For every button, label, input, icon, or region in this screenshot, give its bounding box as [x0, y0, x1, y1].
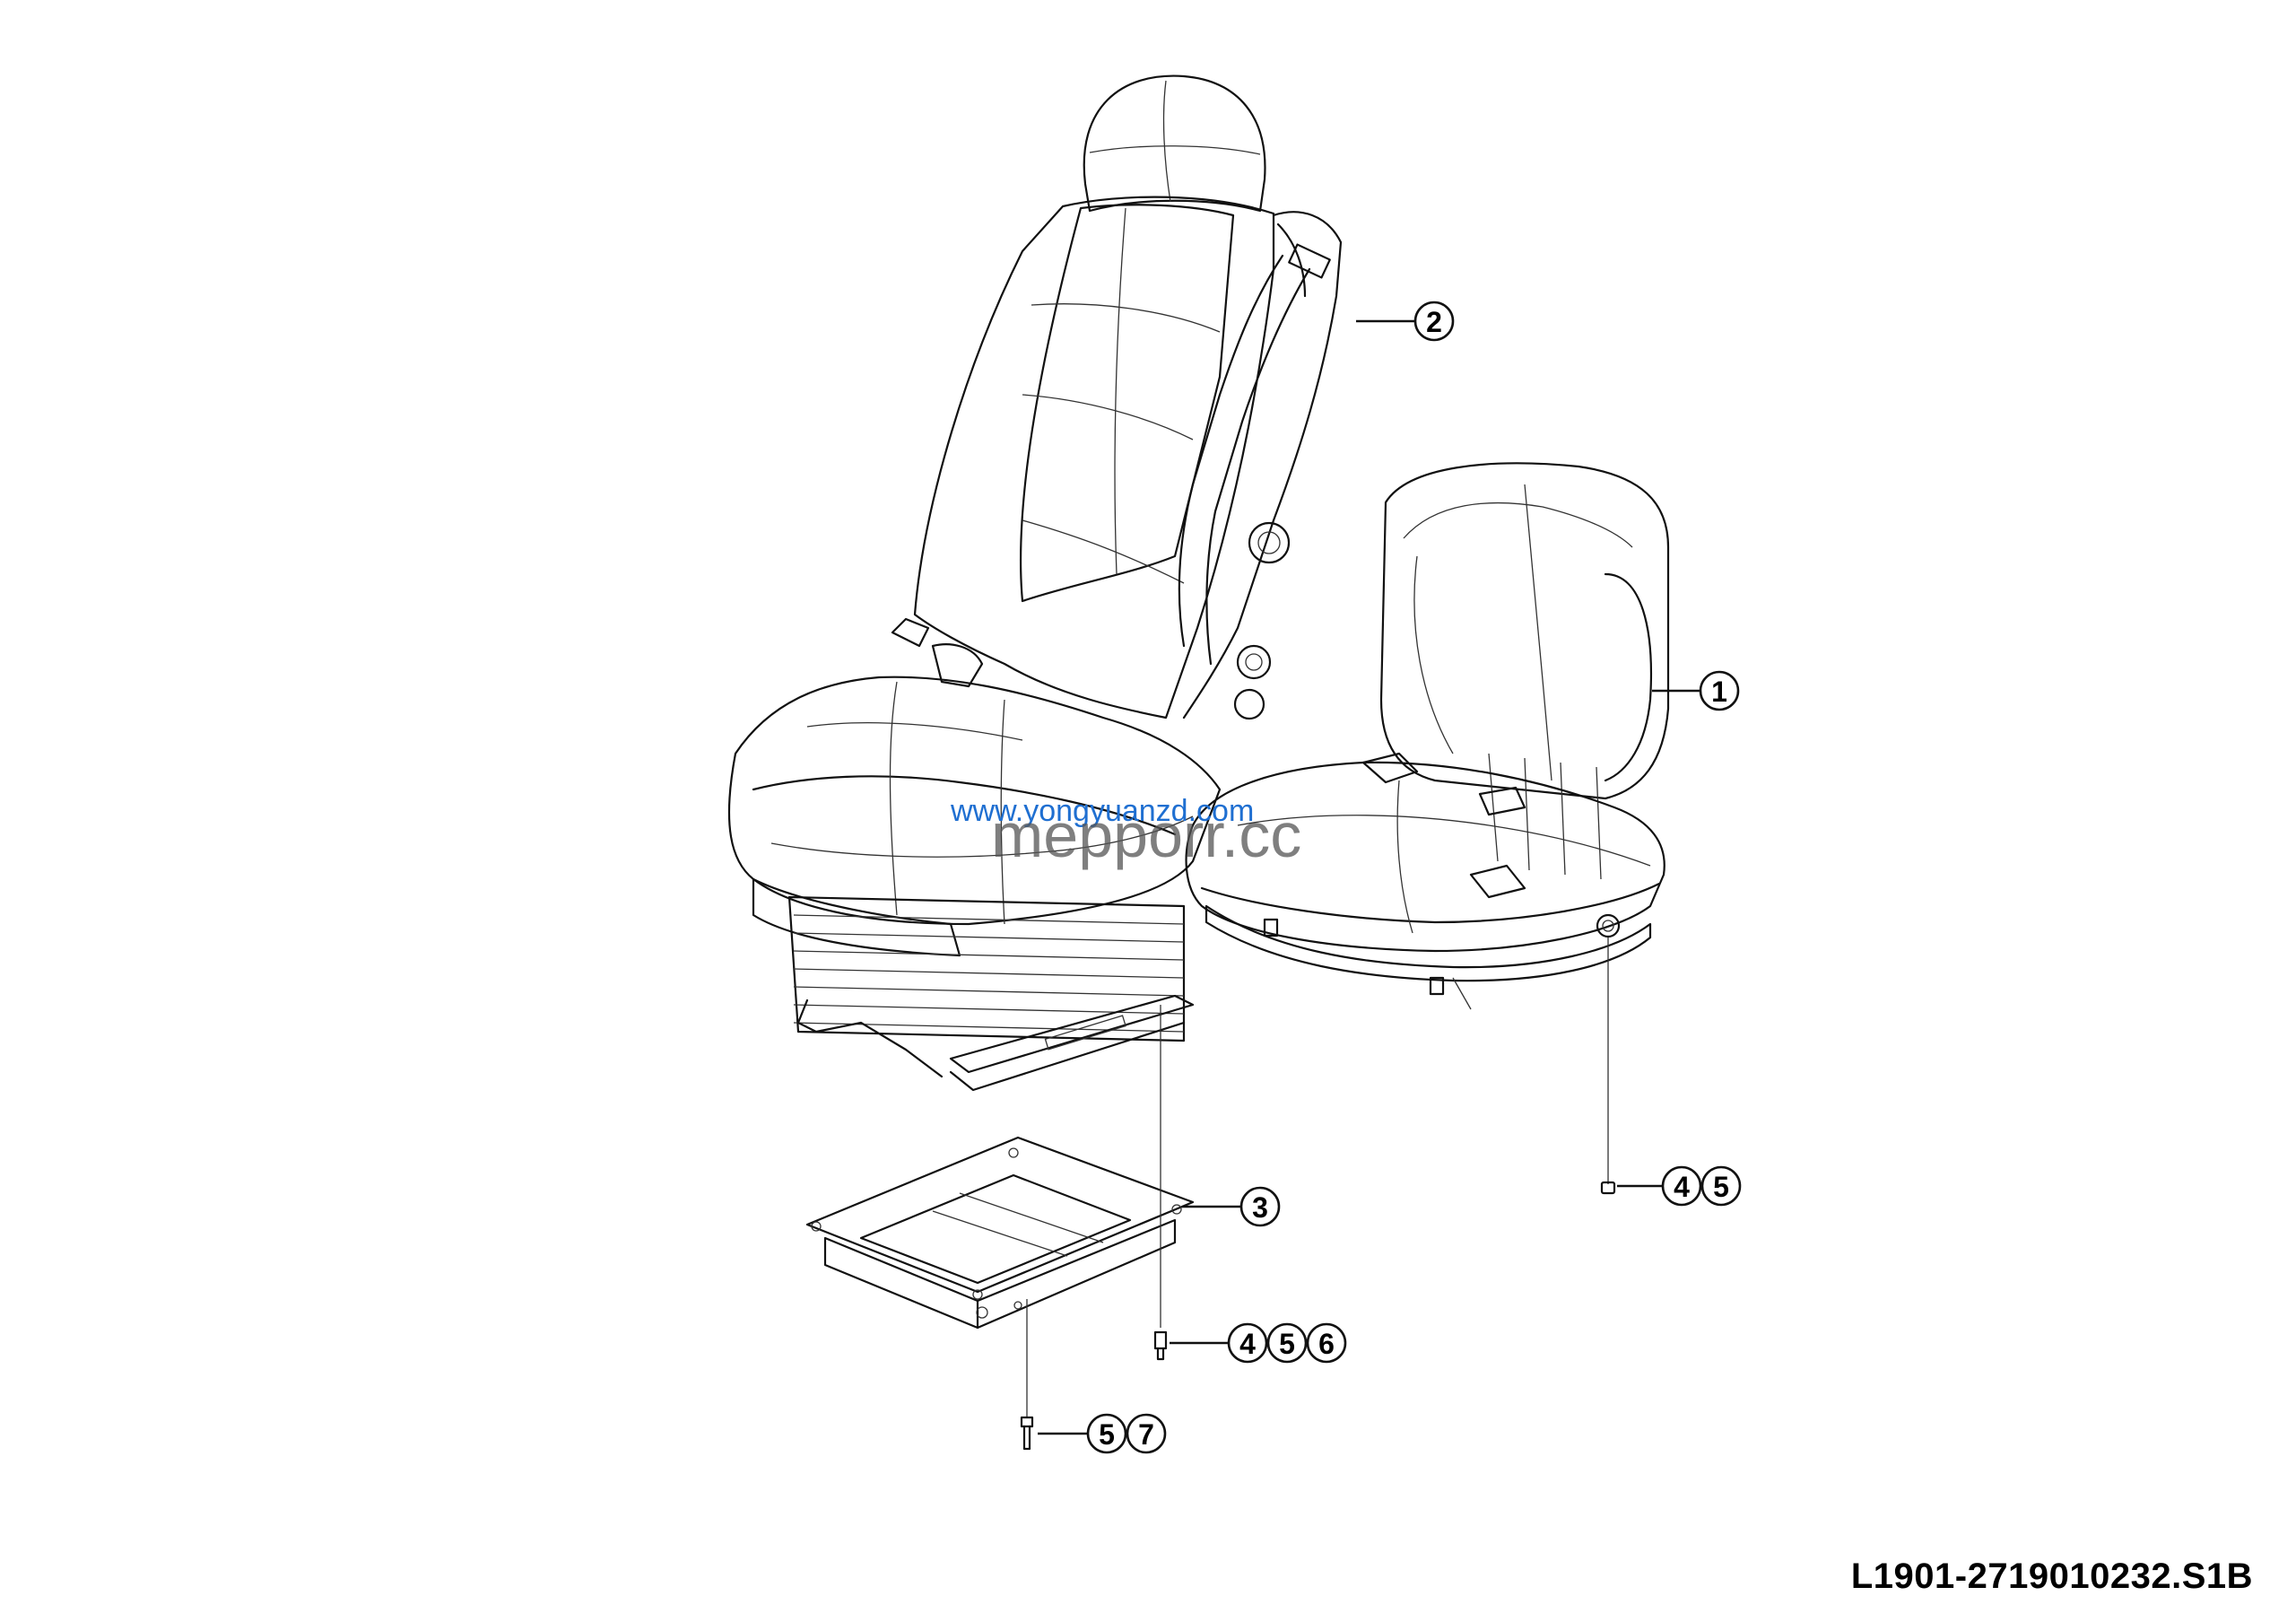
callout-2: 2 — [1356, 301, 1455, 342]
callout-3-number: 3 — [1252, 1191, 1268, 1224]
callout-4-5-6-num-c: 6 — [1318, 1328, 1335, 1360]
callout-3: 3 — [1182, 1186, 1281, 1227]
callout-4-5-right-num-b: 5 — [1713, 1171, 1729, 1203]
watermark-url: www.yongyuanzd.com — [950, 794, 1254, 828]
callout-5-7-num-a: 5 — [1099, 1418, 1115, 1451]
mounting-base-illustration — [805, 1005, 1195, 1451]
suspension-seat-illustration — [727, 74, 1343, 1092]
callout-5-7: 5 7 — [1038, 1413, 1167, 1454]
callout-2-number: 2 — [1426, 306, 1442, 338]
callout-5-7-num-b: 7 — [1138, 1418, 1154, 1451]
standard-seat-illustration — [1185, 462, 1670, 1195]
callout-4-5-6-num-a: 4 — [1239, 1328, 1256, 1360]
callout-4-5-6: 4 5 6 — [1170, 1322, 1347, 1364]
drawing-code: L1901-2719010232.S1B — [1850, 1557, 2253, 1596]
watermark: www.yongyuanzd.com mepporr.cc — [950, 794, 1301, 870]
callout-4-5-right-num-a: 4 — [1674, 1171, 1690, 1203]
callout-1: 1 — [1652, 670, 1740, 711]
watermark-brand: mepporr.cc — [991, 800, 1301, 870]
callout-4-5-right: 4 5 — [1617, 1165, 1742, 1207]
callout-1-number: 1 — [1711, 676, 1727, 708]
callout-4-5-6-num-b: 5 — [1279, 1328, 1295, 1360]
